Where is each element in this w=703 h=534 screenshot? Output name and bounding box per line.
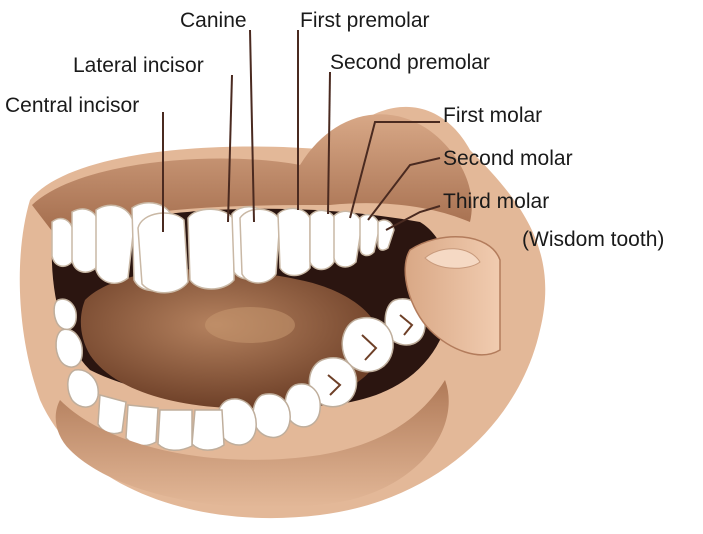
label-first-molar: First molar [443,104,542,127]
label-first-premolar: First premolar [300,9,430,32]
upper-central-incisor [137,212,189,294]
upper-first-premolar [277,207,311,277]
upper-central-incisor-2 [187,208,235,290]
lower-incisor-3 [157,409,193,451]
lower-left-molar-3 [53,298,77,331]
label-third-molar: Third molar [443,190,549,213]
lower-incisor-2 [125,404,159,447]
lower-lip [55,380,449,508]
lower-incisor-1 [97,394,127,435]
leader-second-premolar [327,71,331,215]
tongue-highlight [205,307,295,343]
leader-first-molar [349,121,440,219]
label-central-incisor: Central incisor [5,94,139,117]
upper-second-premolar [309,209,337,271]
upper-left-canine [95,204,135,285]
lower-teeth [53,298,426,451]
leader-second-molar [367,157,441,221]
lower-molar-2 [341,316,394,373]
upper-second-molar [359,213,381,257]
lower-molar-1 [308,357,358,408]
leader-lines [162,29,441,232]
molar-grooves [327,314,414,396]
lower-left-molar-2 [55,328,83,368]
leader-third-molar [385,205,441,231]
upper-canine [239,208,281,284]
upper-left-molar [51,217,75,267]
upper-first-molar [333,210,363,268]
label-canine: Canine [180,9,247,32]
leader-lateral-incisor [227,74,233,223]
label-second-premolar: Second premolar [330,51,490,74]
finger-nail [424,248,481,269]
label-wisdom-tooth: (Wisdom tooth) [522,228,664,251]
label-second-molar: Second molar [443,147,573,170]
lower-premolar-1 [252,393,291,439]
lower-left-molar-1 [67,369,99,408]
label-lateral-incisor: Lateral incisor [73,54,204,77]
upper-teeth [51,202,395,294]
lower-incisor-4 [191,409,225,451]
labels: Canine First premolar Lateral incisor Se… [5,9,664,251]
leader-canine [249,29,255,223]
finger [404,235,501,356]
